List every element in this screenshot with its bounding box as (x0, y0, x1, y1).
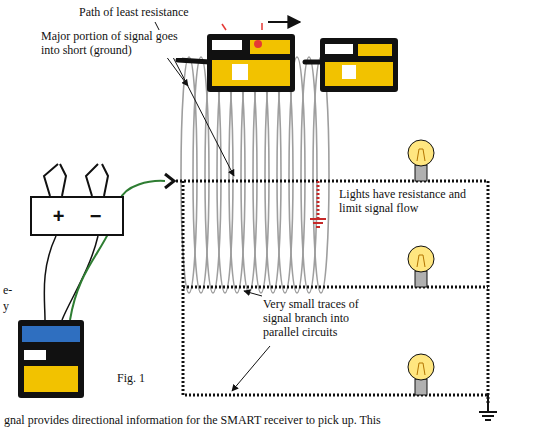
terminal-sign: + (53, 206, 65, 226)
receiver (178, 23, 295, 92)
coil-winding (313, 57, 329, 293)
leader-line (155, 22, 270, 391)
annotation: Path of least resistance (78, 6, 190, 20)
ground-symbol (310, 219, 326, 227)
battery: +− (30, 196, 124, 236)
annotation: Lights have resistance and limit signal … (338, 188, 470, 216)
terminal-sign: − (90, 206, 102, 226)
battery-clips (44, 164, 165, 320)
circuit-wire (172, 181, 488, 405)
light-bulb (408, 140, 434, 395)
figure-number: Fig. 1 (116, 372, 146, 386)
signal-coil (181, 57, 329, 293)
transmitter (18, 320, 84, 398)
annotation: gnal provides directional information fo… (3, 414, 382, 428)
receiver (305, 38, 398, 92)
motion-arrow (268, 21, 300, 23)
annotation: y (2, 300, 10, 314)
annotation: Major portion of signal goes into short … (40, 30, 182, 58)
annotation: Very small traces of signal branch into … (262, 298, 376, 339)
ground-symbol (479, 395, 497, 420)
clip-tip (165, 174, 174, 188)
annotation: e- (2, 284, 13, 298)
